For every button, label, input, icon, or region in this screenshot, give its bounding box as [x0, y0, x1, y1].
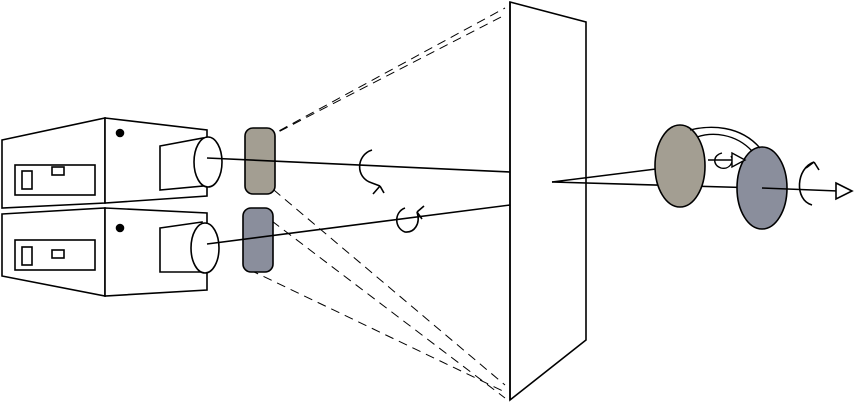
projection-screen: [509, 0, 587, 402]
ray-top-to-screen: [206, 157, 511, 173]
projector-top-lens-face: [193, 136, 223, 188]
circular-polarization-arrow-icon: [395, 205, 425, 233]
polarizing-filter-bottom: [242, 207, 274, 273]
projection-cone-lines: [249, 7, 506, 399]
projector-bottom-slot-inner-a: [21, 246, 33, 266]
viewer-eye-arrow-icon: [761, 161, 854, 206]
projector-bottom-lens-face: [190, 222, 220, 274]
projector-top-slot-inner-a: [21, 170, 33, 190]
glasses-bridge: [689, 126, 761, 152]
projection-rays: [206, 157, 511, 245]
projector-bottom: [1, 207, 220, 297]
ray-bottom-to-screen: [206, 204, 511, 245]
projector-top-slot-inner-b: [51, 166, 65, 176]
viewer-lens-left: [654, 124, 706, 208]
projector-bottom-slot-inner-b: [51, 249, 65, 259]
circular-polarization-arrow-icon: [358, 149, 385, 195]
projector-top-indicator-dot: [115, 128, 125, 138]
projector-top: [1, 117, 223, 209]
projector-bottom-indicator-dot: [115, 223, 125, 233]
circular-polarization-arrow-icon: [708, 151, 747, 170]
